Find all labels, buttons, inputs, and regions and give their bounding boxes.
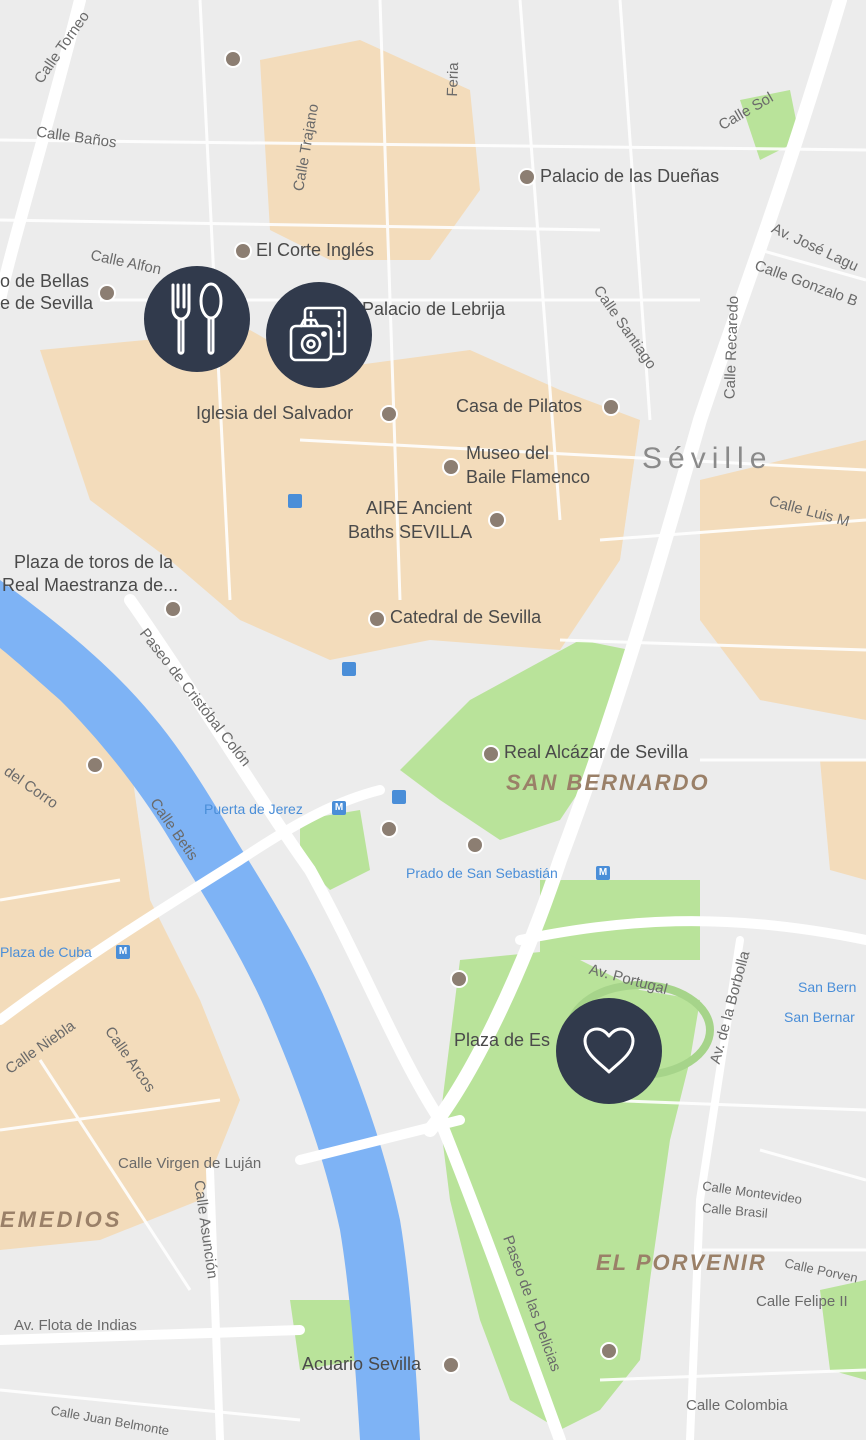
transit-prado-san-sebastian[interactable]: Prado de San Sebastián — [406, 865, 558, 881]
street-label: Calle Virgen de Luján — [118, 1155, 262, 1172]
poi-bellas-artes-line2[interactable]: e de Sevilla — [0, 293, 94, 313]
street-label: Calle Recaredo — [721, 295, 742, 400]
museum-marker[interactable] — [518, 168, 536, 186]
church-marker[interactable] — [86, 756, 104, 774]
bus-icon — [392, 790, 406, 804]
guadalquivir-river — [0, 580, 420, 1440]
street-label: Calle Colombia — [686, 1397, 788, 1414]
transit-puerta-jerez[interactable]: Puerta de Jerez — [204, 801, 303, 817]
transit-san-bernardo-1[interactable]: San Bern — [798, 979, 857, 995]
metro-icon: M — [332, 801, 346, 815]
poi-acuario[interactable]: Acuario Sevilla — [302, 1354, 422, 1374]
poi-plaza-espana[interactable]: Plaza de Es — [454, 1030, 551, 1050]
museum-marker[interactable] — [482, 745, 500, 763]
poi-palacio-duenas[interactable]: Palacio de las Dueñas — [540, 166, 720, 186]
poi-bellas-artes-line1[interactable]: o de Bellas — [0, 271, 90, 291]
district-label-remedios: EMEDIOS — [0, 1207, 123, 1232]
district-label-san-bernardo: SAN BERNARDO — [506, 770, 710, 795]
camera-film-icon — [289, 306, 347, 362]
transit-plaza-cuba[interactable]: Plaza de Cuba — [0, 944, 92, 960]
shopping-marker[interactable] — [234, 242, 252, 260]
poi-palacio-lebrija[interactable]: Palacio de Lebrija — [362, 299, 506, 319]
church-marker[interactable] — [368, 610, 386, 628]
poi-museo-baile-line1[interactable]: Museo del — [466, 443, 550, 463]
spa-marker[interactable] — [488, 511, 506, 529]
landmark-marker[interactable] — [466, 836, 484, 854]
poi-real-alcazar[interactable]: Real Alcázar de Sevilla — [504, 742, 689, 762]
street-label: Av. Flota de Indias — [14, 1317, 137, 1334]
metro-icon: M — [116, 945, 130, 959]
museum-marker[interactable] — [442, 458, 460, 476]
landmark-marker[interactable] — [602, 398, 620, 416]
fork-spoon-icon — [171, 282, 223, 355]
district-label-el-porvenir: EL PORVENIR — [596, 1250, 767, 1275]
street-label: Calle Felipe II — [756, 1293, 848, 1310]
church-marker[interactable] — [224, 50, 242, 68]
poi-casa-pilatos[interactable]: Casa de Pilatos — [456, 396, 583, 416]
church-marker[interactable] — [380, 405, 398, 423]
poi-catedral[interactable]: Catedral de Sevilla — [390, 607, 542, 627]
transit-san-bernardo-2[interactable]: San Bernar — [784, 1009, 855, 1025]
poi-aire-line2[interactable]: Baths SEVILLA — [348, 522, 473, 542]
city-label: Séville — [642, 442, 773, 475]
aquarium-marker[interactable] — [442, 1356, 460, 1374]
bus-icon — [342, 662, 356, 676]
poi-iglesia-salvador[interactable]: Iglesia del Salvador — [196, 403, 354, 423]
stadium-marker[interactable] — [164, 600, 182, 618]
poi-plaza-toros-line2[interactable]: Real Maestranza de... — [2, 575, 179, 595]
landmark-marker[interactable] — [450, 970, 468, 988]
restaurants-button[interactable] — [144, 266, 250, 372]
poi-plaza-toros-line1[interactable]: Plaza de toros de la — [14, 552, 174, 572]
poi-corte-ingles[interactable]: El Corte Inglés — [256, 240, 375, 260]
restaurant-marker[interactable] — [380, 820, 398, 838]
favorites-button[interactable] — [556, 998, 662, 1104]
metro-icon: M — [596, 866, 610, 880]
photo-spots-button[interactable] — [266, 282, 372, 388]
museum-marker[interactable] — [98, 284, 116, 302]
church-marker[interactable] — [600, 1342, 618, 1360]
poi-museo-baile-line2[interactable]: Baile Flamenco — [466, 467, 591, 487]
street-label: Feria — [444, 62, 463, 97]
bus-icon — [288, 494, 302, 508]
poi-aire-line1[interactable]: AIRE Ancient — [366, 498, 473, 518]
heart-icon — [583, 1027, 635, 1074]
